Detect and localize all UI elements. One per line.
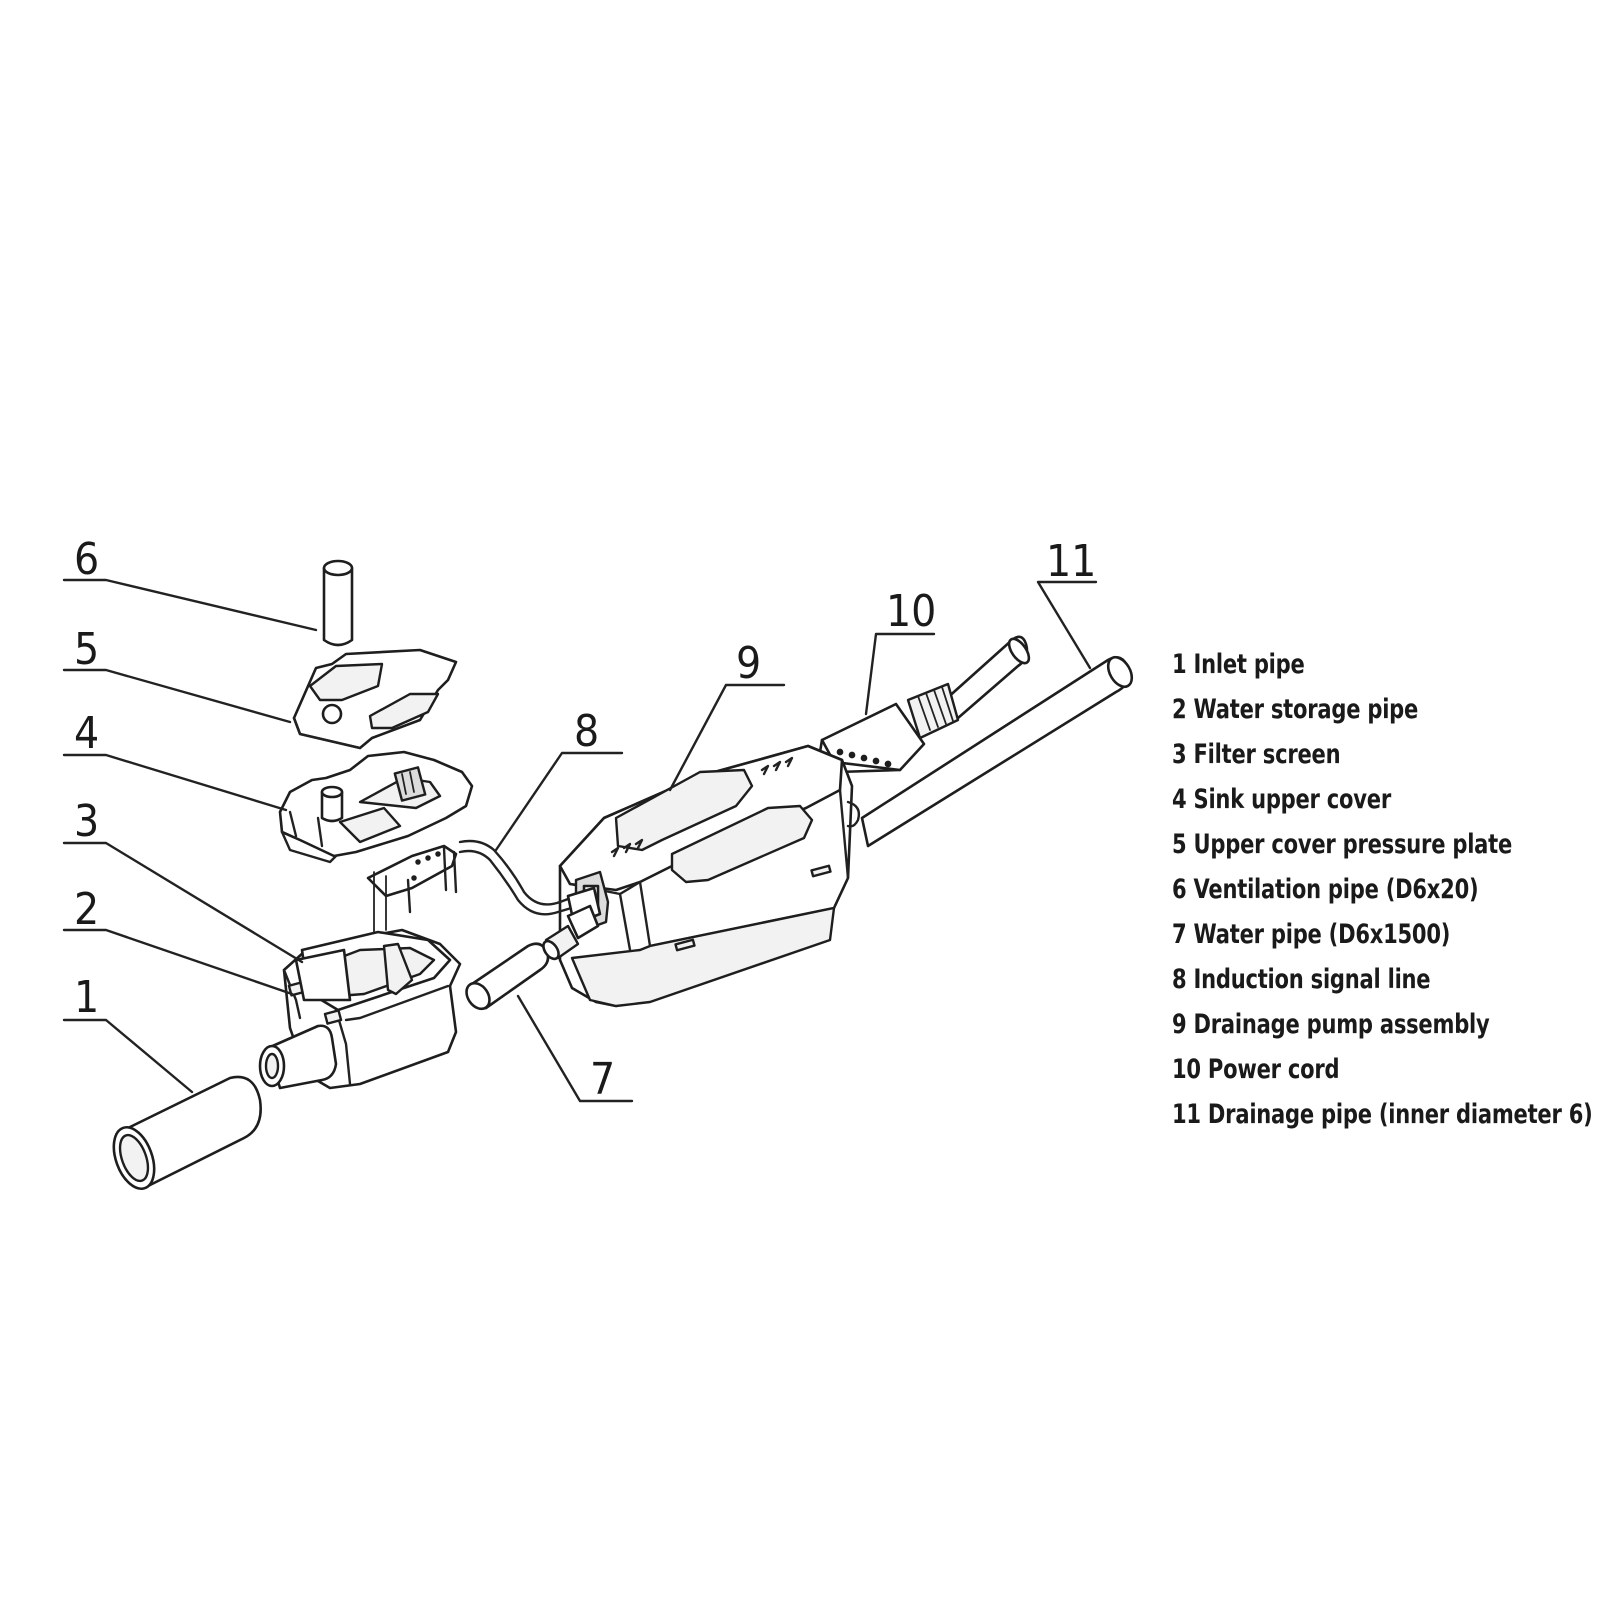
part-drainage-pipe [860,655,1134,848]
callout-6: 6 [74,534,99,585]
callout-2: 2 [74,884,99,935]
callout-7: 7 [590,1054,615,1105]
legend-item-7: 7 Water pipe (D6x1500) [1172,919,1451,950]
callout-11: 11 [1046,536,1096,587]
part-upper-cover-pressure-plate [292,648,458,750]
callout-9: 9 [736,638,761,689]
part-power-cord [818,635,1031,774]
part-water-pipe [465,904,600,1011]
legend-item-2: 2 Water storage pipe [1172,694,1419,725]
legend-item-9: 9 Drainage pump assembly [1172,1009,1490,1040]
callout-10: 10 [886,586,936,637]
legend-item-11: 11 Drainage pipe (inner diameter 6) [1172,1099,1593,1130]
callout-3: 3 [74,796,99,847]
legend-item-8: 8 Induction signal line [1172,964,1431,995]
parts-legend: 1 Inlet pipe 2 Water storage pipe 3 Filt… [1172,642,1593,1137]
legend-item-6: 6 Ventilation pipe (D6x20) [1172,874,1479,905]
callout-4: 4 [74,708,99,759]
legend-item-5: 5 Upper cover pressure plate [1172,829,1513,860]
callout-5: 5 [74,624,99,675]
part-filter-screen [294,942,414,1002]
legend-item-1: 1 Inlet pipe [1172,649,1305,680]
part-drainage-pump-assembly [558,744,861,1008]
part-sink-upper-cover [278,750,474,937]
callout-numbers: 6 5 4 3 2 1 7 8 9 10 11 [74,534,1096,1105]
callout-leaders [62,578,1098,1103]
legend-item-10: 10 Power cord [1172,1054,1340,1085]
callout-1: 1 [74,972,99,1023]
legend-item-4: 4 Sink upper cover [1172,784,1391,815]
legend-item-3: 3 Filter screen [1172,739,1341,770]
part-inlet-pipe [112,1024,338,1190]
part-ventilation-pipe [322,559,354,647]
callout-8: 8 [574,706,599,757]
